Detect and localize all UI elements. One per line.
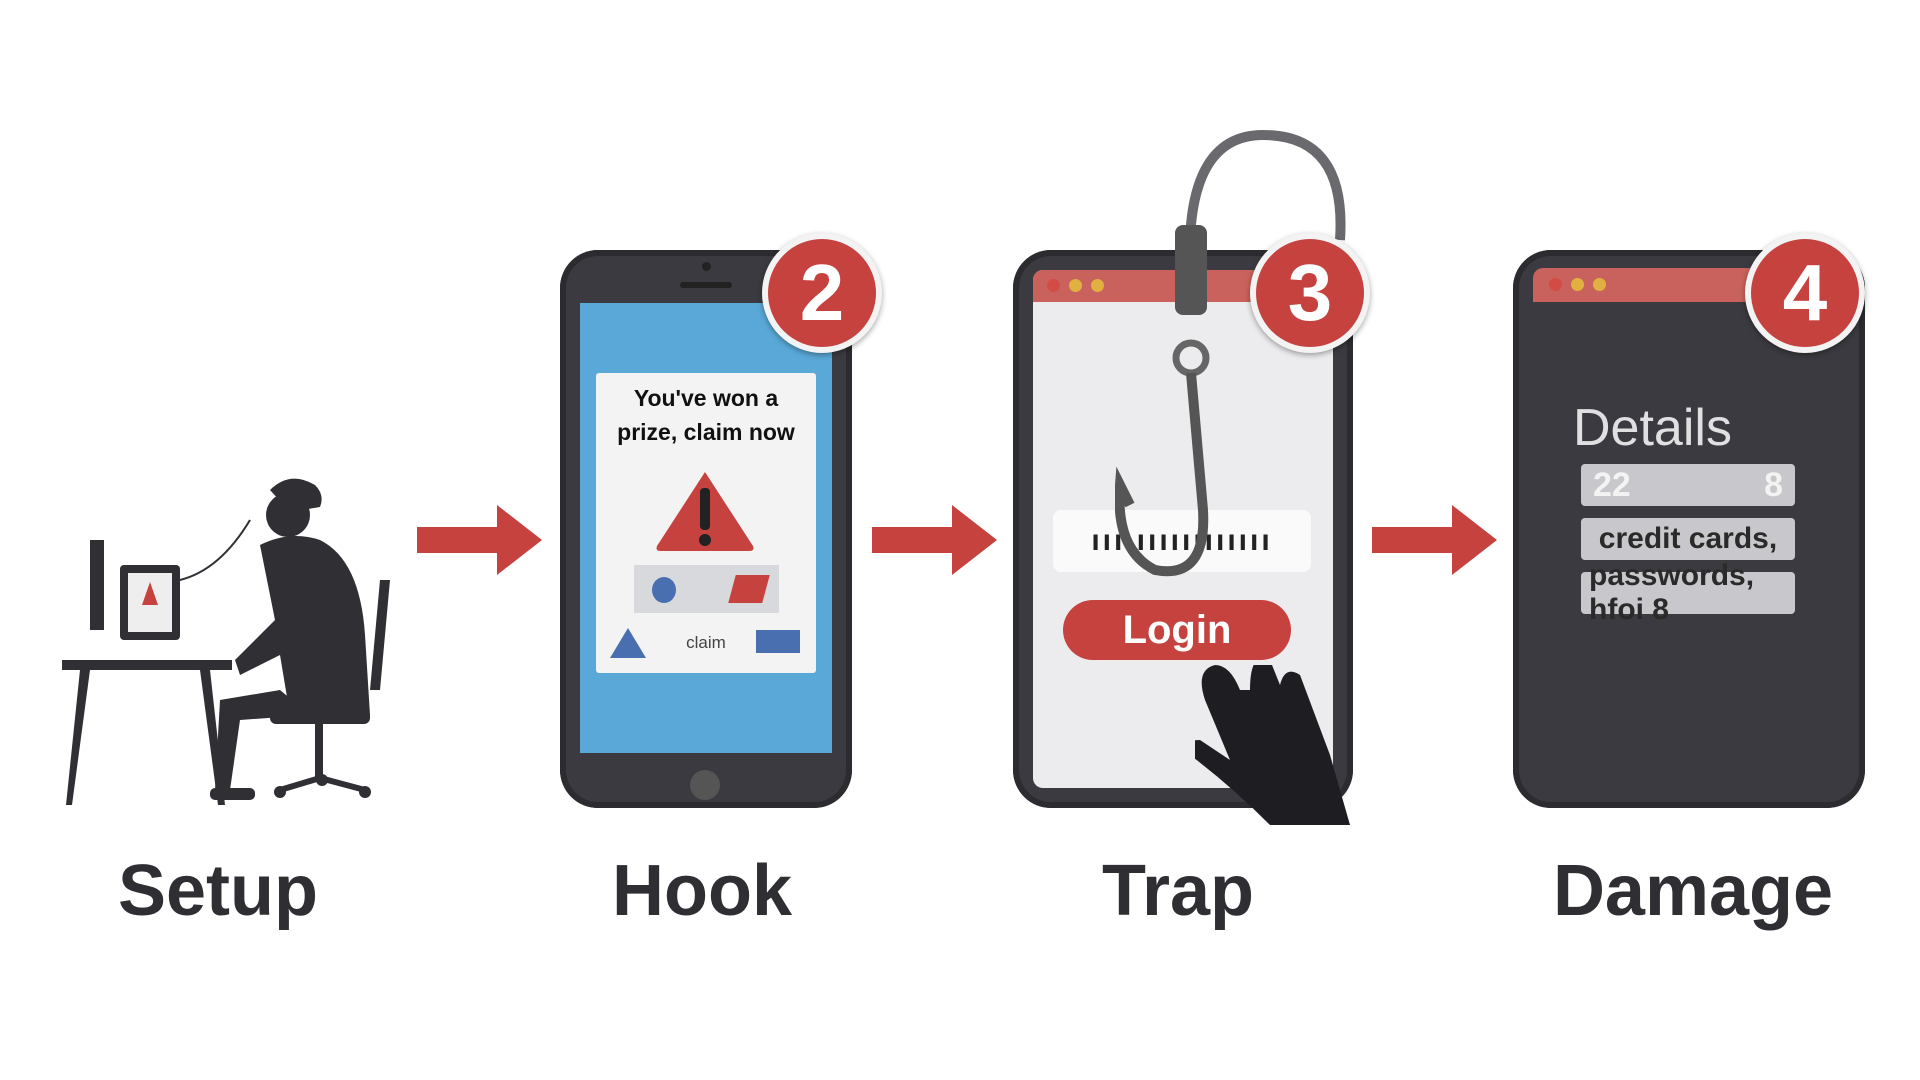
step-badge-4: 4	[1745, 233, 1865, 353]
step-label-damage: Damage	[1552, 851, 1834, 931]
step-label-trap: Trap	[1101, 851, 1255, 931]
home-button[interactable]	[690, 770, 720, 800]
camera-dot	[702, 262, 711, 271]
hacker-at-computer-icon	[62, 478, 390, 805]
coupon-icon	[728, 575, 770, 603]
hook-screen: You've won a prize, claim now claim	[580, 303, 832, 753]
share-button[interactable]	[756, 630, 800, 653]
fishhook-icon	[1115, 130, 1346, 577]
arrow-right-icon	[417, 505, 542, 575]
prize-popup: You've won a prize, claim now claim	[596, 373, 816, 673]
step-label-setup: Setup	[117, 851, 319, 931]
step-badge-3: 3	[1250, 233, 1370, 353]
data-row-passwords: passwords, hfoi 8	[1581, 559, 1795, 626]
step-badge-2: 2	[762, 233, 882, 353]
icon-strip	[634, 565, 779, 613]
row-value-right: 8	[1764, 465, 1783, 504]
person-icon	[652, 577, 676, 603]
row-value-left: 22	[1593, 465, 1631, 504]
data-row-credit-cards: credit cards,	[1581, 518, 1795, 560]
triangle-logo-icon	[610, 628, 646, 658]
data-row-numbers: 22 8	[1581, 464, 1795, 506]
popup-text: You've won a prize, claim now	[617, 385, 795, 445]
arrow-right-icon	[1372, 505, 1497, 575]
details-title: Details	[1573, 399, 1732, 457]
claim-link[interactable]: claim	[686, 633, 726, 652]
speaker-grille	[680, 282, 732, 288]
login-button[interactable]: Login	[1063, 600, 1291, 660]
step-label-hook: Hook	[612, 851, 792, 931]
password-field[interactable]: ııı ıııııııııııı	[1053, 510, 1311, 572]
hand-icon	[1195, 665, 1350, 825]
warning-icon	[656, 472, 754, 551]
arrow-right-icon	[872, 505, 997, 575]
